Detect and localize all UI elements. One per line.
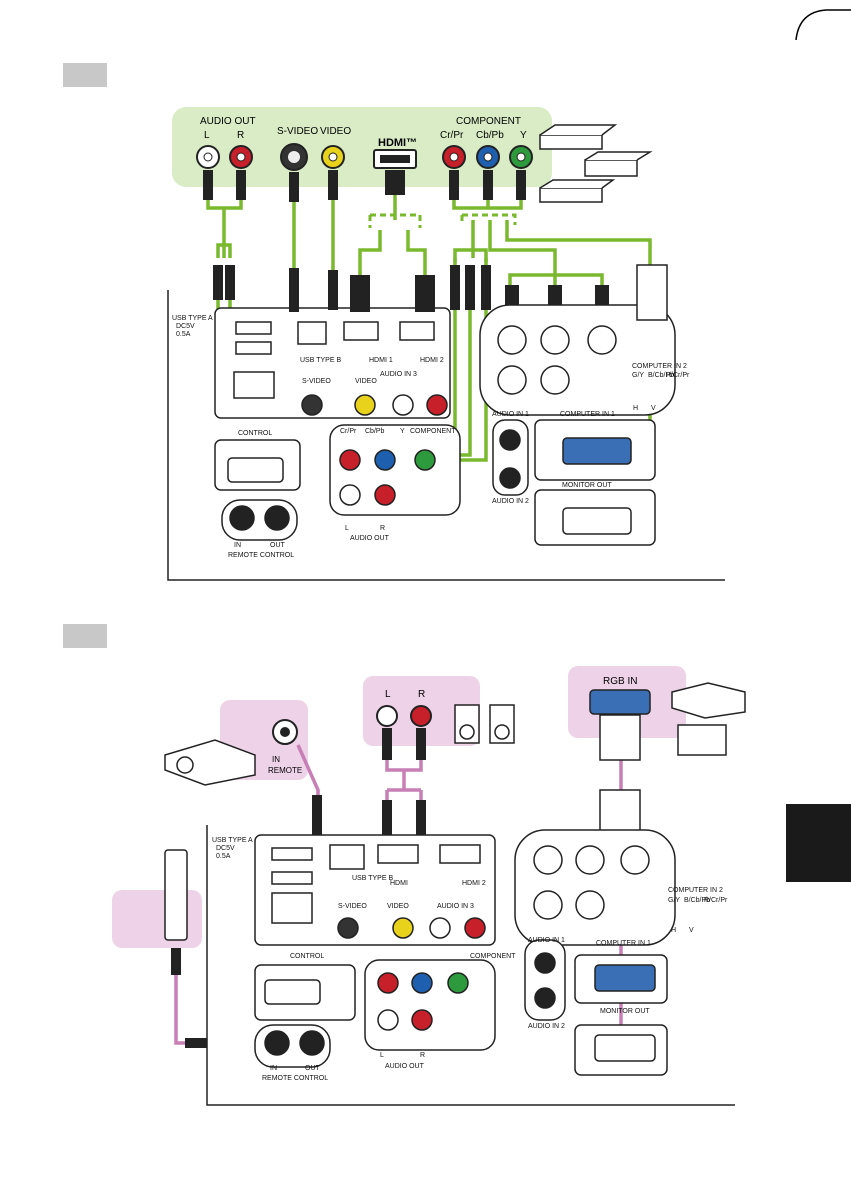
svg-text:AUDIO IN 3: AUDIO IN 3 bbox=[437, 903, 474, 910]
figure-1-connection-diagram: AUDIO OUT L R S-VIDEO VIDEO HDMI™ COMPON… bbox=[167, 107, 725, 581]
svg-text:L: L bbox=[345, 525, 349, 532]
audio-out-label: AUDIO OUT bbox=[200, 116, 256, 127]
svg-text:OUT: OUT bbox=[305, 1065, 321, 1072]
svg-text:R/Cr/Pr: R/Cr/Pr bbox=[666, 372, 690, 379]
svg-text:0.5A: 0.5A bbox=[176, 331, 191, 338]
svg-text:Y: Y bbox=[400, 428, 405, 435]
svg-text:COMPONENT: COMPONENT bbox=[470, 953, 516, 960]
cb-pb-label: Cb/Pb bbox=[476, 130, 504, 141]
remote-control-box bbox=[112, 890, 202, 948]
svg-text:COMPUTER IN 2: COMPUTER IN 2 bbox=[632, 363, 687, 370]
svg-text:R: R bbox=[418, 689, 425, 700]
video-label: VIDEO bbox=[320, 126, 351, 137]
svg-text:IN: IN bbox=[234, 542, 241, 549]
svg-text:VIDEO: VIDEO bbox=[355, 378, 377, 385]
chapter-tab bbox=[786, 804, 851, 882]
svg-text:DC5V: DC5V bbox=[216, 845, 235, 852]
component-label: COMPONENT bbox=[456, 116, 521, 127]
speakers-icon bbox=[454, 704, 515, 744]
projector-and-monitor-icon bbox=[671, 682, 746, 756]
svg-text:OUT: OUT bbox=[270, 542, 286, 549]
svg-text:V: V bbox=[689, 927, 694, 934]
svg-text:Cb/Pb: Cb/Pb bbox=[365, 428, 385, 435]
svg-text:AUDIO OUT: AUDIO OUT bbox=[385, 1063, 425, 1070]
svg-text:AUDIO IN 2: AUDIO IN 2 bbox=[528, 1023, 565, 1030]
audio-r-label: R bbox=[237, 130, 244, 141]
svg-text:R: R bbox=[380, 525, 385, 532]
svg-text:USB TYPE A: USB TYPE A bbox=[172, 315, 213, 322]
section-number-box-2 bbox=[63, 624, 107, 648]
svg-text:AUDIO IN 1: AUDIO IN 1 bbox=[492, 411, 529, 418]
remote-control-icon bbox=[164, 849, 188, 941]
svg-text:Cr/Pr: Cr/Pr bbox=[340, 428, 357, 435]
purple-cables bbox=[174, 744, 623, 1045]
svg-text:DC5V: DC5V bbox=[176, 323, 195, 330]
section-number-box-1 bbox=[63, 63, 107, 87]
crop-mark bbox=[791, 9, 851, 40]
svg-text:R: R bbox=[420, 1052, 425, 1059]
svg-text:COMPUTER IN 1: COMPUTER IN 1 bbox=[560, 411, 615, 418]
svg-text:AUDIO IN 2: AUDIO IN 2 bbox=[492, 498, 529, 505]
svg-text:CONTROL: CONTROL bbox=[238, 430, 272, 437]
svg-text:COMPONENT: COMPONENT bbox=[410, 428, 456, 435]
svg-text:HDMI 2: HDMI 2 bbox=[420, 357, 444, 364]
svg-text:G/Y: G/Y bbox=[668, 897, 680, 904]
svg-text:IN: IN bbox=[270, 1065, 277, 1072]
svg-text:IN: IN bbox=[272, 755, 280, 764]
hdmi-label: HDMI™ bbox=[378, 137, 417, 149]
svg-text:COMPUTER IN 2: COMPUTER IN 2 bbox=[668, 887, 723, 894]
y-label: Y bbox=[520, 130, 527, 141]
svg-text:S-VIDEO: S-VIDEO bbox=[338, 903, 367, 910]
svg-text:AUDIO OUT: AUDIO OUT bbox=[350, 535, 390, 542]
svg-text:B/Cb/Pb: B/Cb/Pb bbox=[648, 372, 674, 379]
svg-text:HDMI: HDMI bbox=[390, 880, 408, 887]
svg-text:MONITOR OUT: MONITOR OUT bbox=[562, 482, 612, 489]
svg-text:RGB IN: RGB IN bbox=[603, 676, 637, 687]
remote-box bbox=[220, 700, 308, 780]
svg-text:H: H bbox=[633, 405, 638, 412]
svg-text:MONITOR OUT: MONITOR OUT bbox=[600, 1008, 650, 1015]
audio-l-label: L bbox=[204, 130, 210, 141]
svg-text:R/Cr/Pr: R/Cr/Pr bbox=[704, 897, 728, 904]
svg-text:S-VIDEO: S-VIDEO bbox=[302, 378, 331, 385]
projector-icon bbox=[164, 739, 256, 786]
svg-text:REMOTE CONTROL: REMOTE CONTROL bbox=[228, 552, 294, 559]
svg-text:HDMI 2: HDMI 2 bbox=[462, 880, 486, 887]
svg-text:CONTROL: CONTROL bbox=[290, 953, 324, 960]
svg-text:AUDIO IN 3: AUDIO IN 3 bbox=[380, 371, 417, 378]
svg-text:USB TYPE B: USB TYPE B bbox=[300, 357, 341, 364]
svg-text:REMOTE: REMOTE bbox=[268, 766, 302, 775]
svg-text:USB TYPE B: USB TYPE B bbox=[352, 875, 393, 882]
svg-text:H: H bbox=[671, 927, 676, 934]
svg-text:COMPUTER IN 1: COMPUTER IN 1 bbox=[596, 940, 651, 947]
svideo-label: S-VIDEO bbox=[277, 126, 318, 137]
svg-text:USB TYPE A: USB TYPE A bbox=[212, 837, 253, 844]
svg-text:V: V bbox=[651, 405, 656, 412]
cr-pr-label: Cr/Pr bbox=[440, 130, 464, 141]
source-devices-icon bbox=[539, 124, 653, 203]
svg-text:B/Cb/Pb: B/Cb/Pb bbox=[684, 897, 710, 904]
projector-panel-2 bbox=[206, 825, 735, 1106]
svg-text:VIDEO: VIDEO bbox=[387, 903, 409, 910]
svg-text:L: L bbox=[380, 1052, 384, 1059]
svg-text:AUDIO IN 1: AUDIO IN 1 bbox=[528, 937, 565, 944]
svg-text:0.5A: 0.5A bbox=[216, 853, 231, 860]
rgb-box bbox=[568, 666, 686, 738]
svg-text:G/Y: G/Y bbox=[632, 372, 644, 379]
speaker-box bbox=[363, 676, 480, 746]
svg-text:L: L bbox=[385, 689, 391, 700]
svg-text:REMOTE CONTROL: REMOTE CONTROL bbox=[262, 1075, 328, 1082]
svg-text:HDMI 1: HDMI 1 bbox=[369, 357, 393, 364]
